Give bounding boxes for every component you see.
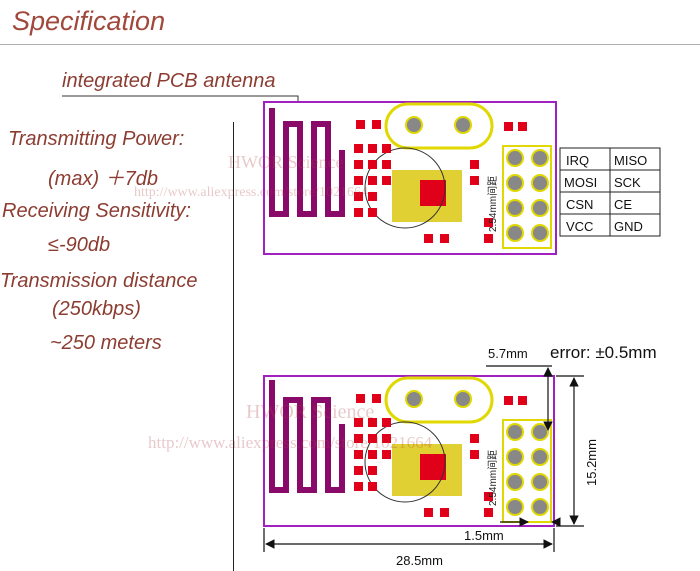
pin-miso: MISO xyxy=(614,153,647,168)
watermark-url-bottom: http://www.aliexpress.com/store/1021664 xyxy=(148,433,433,452)
bottom-crystal xyxy=(384,376,494,424)
top-module: 2.54mm间距 xyxy=(263,101,557,255)
bottom-pitch-label: 2.54mm间距 xyxy=(486,450,499,506)
pin-sck: SCK xyxy=(614,175,641,190)
distance-label: Transmission distance xyxy=(0,270,198,292)
distance-rate: (250kbps) xyxy=(52,298,141,320)
dim-pin-offset: 5.7mm xyxy=(488,346,528,361)
top-header-pins xyxy=(502,145,552,249)
bottom-antenna-trace xyxy=(269,380,345,493)
pin-vcc: VCC xyxy=(566,219,593,234)
dim-width: 28.5mm xyxy=(396,553,443,568)
dim-pin-margin: 1.5mm xyxy=(464,528,504,543)
tx-power-value: (max) ＋7db xyxy=(48,168,159,190)
title-divider xyxy=(0,44,700,45)
rx-sensitivity-label: Receiving Sensitivity: xyxy=(2,200,191,222)
page-title: Specification xyxy=(12,6,166,36)
pin-gnd: GND xyxy=(614,219,643,234)
top-crystal xyxy=(384,102,494,150)
top-pitch-label: 2.54mm间距 xyxy=(486,176,499,232)
watermark-brand-top: HWOR Science xyxy=(228,152,343,172)
pinout-table: IRQ MISO MOSI SCK CSN CE VCC GND xyxy=(559,147,661,237)
top-antenna-trace xyxy=(269,108,345,217)
watermark-brand-bottom: HWOR Science xyxy=(246,401,374,423)
distance-value: ~250 meters xyxy=(50,332,162,354)
antenna-label: integrated PCB antenna xyxy=(62,70,276,92)
divider-line xyxy=(233,122,234,571)
dimension-annotations xyxy=(263,365,584,552)
watermark-url-top: http://www.aliexpress.com/store/1021664 xyxy=(134,185,368,200)
bottom-pads xyxy=(354,394,527,517)
dim-height: 15.2mm xyxy=(584,439,599,486)
dim-error: error: ±0.5mm xyxy=(550,343,657,362)
pin-irq: IRQ xyxy=(566,153,589,168)
top-pads xyxy=(354,120,527,243)
pin-csn: CSN xyxy=(566,197,593,212)
bottom-header-pins xyxy=(502,419,552,523)
rx-sensitivity-value: ≤-90db xyxy=(48,234,111,256)
antenna-leader xyxy=(62,95,299,140)
pin-ce: CE xyxy=(614,197,632,212)
tx-power-label: Transmitting Power: xyxy=(8,128,185,150)
pin-mosi: MOSI xyxy=(564,175,597,190)
